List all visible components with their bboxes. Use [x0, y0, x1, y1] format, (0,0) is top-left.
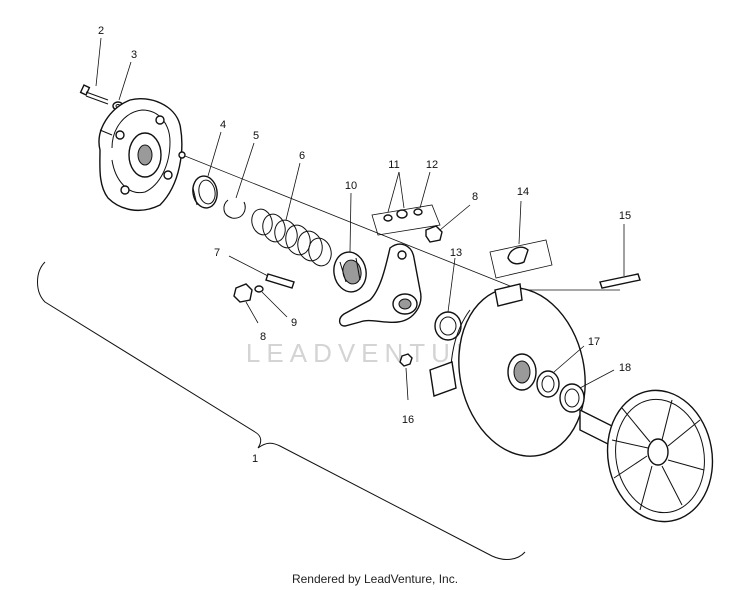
part-nut-lower — [233, 283, 253, 303]
callout-13: 13 — [450, 247, 462, 259]
part-bolt — [79, 84, 109, 105]
callout-17: 17 — [588, 336, 600, 348]
assembly-bracket — [37, 261, 526, 560]
part-snap-ring — [223, 199, 246, 219]
part-moveable-sheave — [429, 283, 586, 457]
part-small-hardware — [371, 204, 441, 236]
part-nut-upper — [425, 225, 443, 243]
callout-1: 1 — [252, 453, 258, 465]
callout-8-lower: 8 — [260, 331, 266, 343]
callout-6: 6 — [299, 150, 305, 162]
callout-5: 5 — [253, 130, 259, 142]
callout-12: 12 — [426, 159, 438, 171]
callout-3: 3 — [131, 49, 137, 61]
callout-11: 11 — [388, 159, 399, 171]
part-spacer — [254, 285, 264, 293]
part-small-nut — [399, 353, 413, 367]
part-bushing — [192, 175, 218, 209]
callout-2: 2 — [98, 25, 104, 37]
callout-7: 7 — [214, 247, 220, 259]
leader-lines — [95, 37, 625, 401]
part-clip — [489, 239, 553, 279]
part-roller-assembly — [333, 251, 367, 293]
watermark-text: LEADVENTURE — [246, 338, 504, 368]
part-spider-arm — [338, 243, 422, 327]
footer-credit: Rendered by LeadVenture, Inc. — [291, 572, 459, 586]
part-ring — [559, 383, 585, 413]
callout-8-upper: 8 — [472, 191, 478, 203]
part-pin — [265, 273, 295, 289]
callout-10: 10 — [345, 180, 357, 192]
callout-16: 16 — [402, 414, 414, 426]
part-shaft-pin — [599, 273, 641, 289]
part-spring — [251, 208, 332, 267]
callout-18: 18 — [619, 362, 631, 374]
callout-15: 15 — [619, 210, 631, 222]
part-fixed-sheave — [579, 389, 714, 523]
callout-9: 9 — [291, 317, 297, 329]
callout-14: 14 — [517, 186, 529, 198]
part-bearing-ring — [536, 370, 560, 398]
assembly-axis-line — [119, 129, 521, 291]
part-clutch-cover — [98, 98, 186, 212]
callout-4: 4 — [220, 119, 226, 131]
